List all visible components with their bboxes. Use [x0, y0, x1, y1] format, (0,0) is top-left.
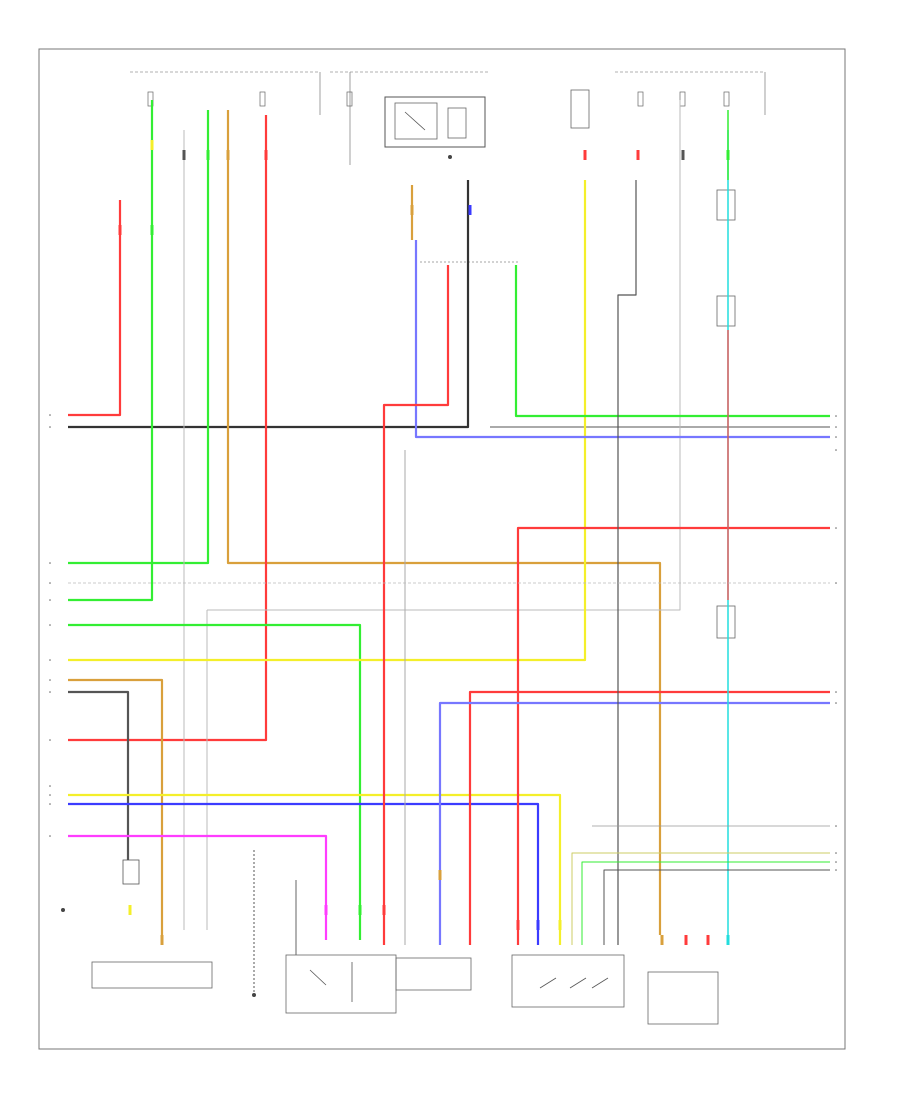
component-right-1	[716, 189, 736, 221]
bottom-components	[61, 850, 719, 1025]
diagram-frame	[38, 48, 846, 1050]
wires	[68, 100, 830, 945]
left-edge-terminals	[49, 414, 51, 837]
component-right-3	[716, 605, 736, 639]
component-bottom-left-small	[122, 859, 140, 885]
right-edge-terminals	[835, 415, 837, 871]
relay-box	[384, 96, 486, 159]
switch-top	[570, 89, 590, 129]
connector-pins	[118, 140, 730, 945]
component-right-2	[716, 295, 736, 327]
top-sources	[130, 71, 766, 165]
